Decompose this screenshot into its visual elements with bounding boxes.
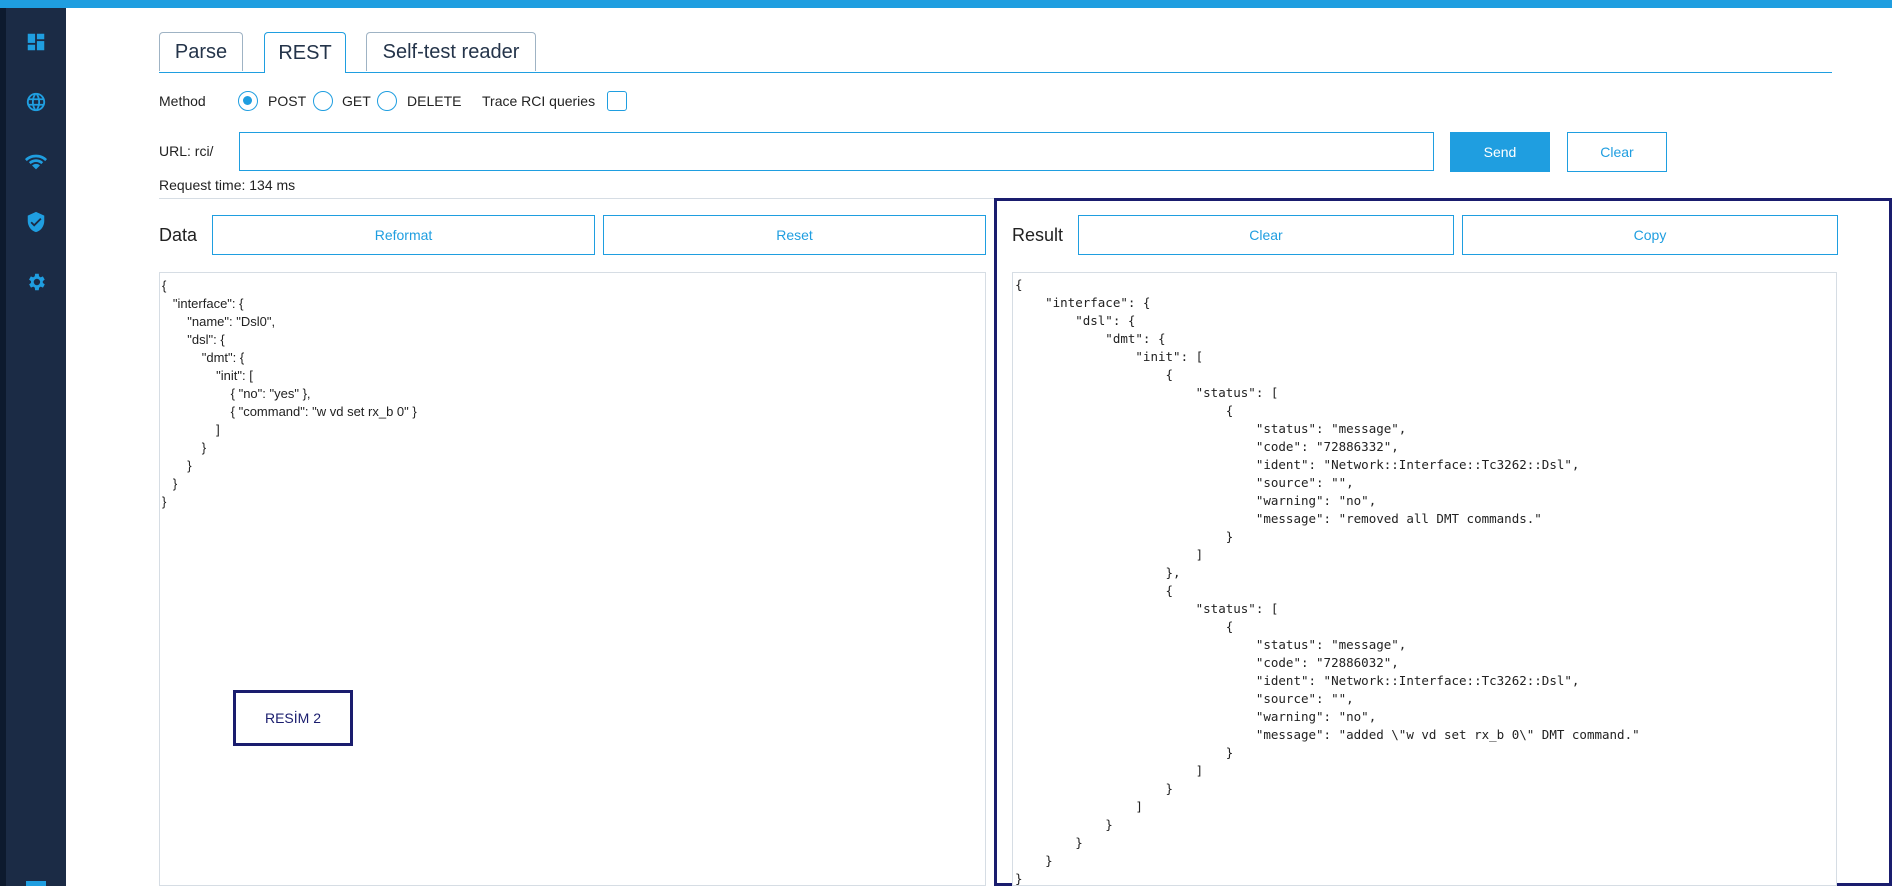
radio-delete-label: DELETE <box>407 93 462 109</box>
tab-rest[interactable]: REST <box>264 32 346 73</box>
divider <box>159 198 994 199</box>
sidebar-bottom-icon[interactable] <box>26 881 46 886</box>
url-label: URL: rci/ <box>159 143 214 159</box>
radio-delete[interactable] <box>377 91 397 111</box>
data-editor[interactable]: { "interface": { "name": "Dsl0", "dsl": … <box>159 272 986 886</box>
result-output[interactable]: { "interface": { "dsl": { "dmt": { "init… <box>1012 272 1837 886</box>
reformat-button[interactable]: Reformat <box>212 215 595 255</box>
result-clear-button[interactable]: Clear <box>1078 215 1454 255</box>
globe-icon[interactable] <box>24 90 48 114</box>
result-panel-title: Result <box>1012 225 1064 245</box>
copy-button[interactable]: Copy <box>1462 215 1838 255</box>
url-clear-button[interactable]: Clear <box>1567 132 1667 172</box>
sidebar <box>0 8 66 886</box>
shield-icon[interactable] <box>24 210 48 234</box>
radio-get-label: GET <box>342 93 371 109</box>
data-panel-title: Data <box>159 225 198 245</box>
tab-parse[interactable]: Parse <box>159 32 243 71</box>
resim-label-box: RESİM 2 <box>233 690 353 746</box>
trace-rci-label: Trace RCI queries <box>482 93 596 109</box>
tab-self-test-reader[interactable]: Self-test reader <box>366 32 536 71</box>
url-input[interactable] <box>239 132 1434 171</box>
gear-icon[interactable] <box>24 270 48 294</box>
method-label: Method <box>159 93 206 109</box>
top-accent-bar <box>0 0 1892 8</box>
radio-post[interactable] <box>238 91 258 111</box>
radio-post-label: POST <box>268 93 307 109</box>
tab-bar: Parse REST Self-test reader <box>159 32 1832 73</box>
sidebar-edge <box>0 8 6 886</box>
radio-get[interactable] <box>313 91 333 111</box>
send-button[interactable]: Send <box>1450 132 1550 172</box>
trace-rci-checkbox[interactable] <box>607 91 627 111</box>
request-time: Request time: 134 ms <box>159 177 296 193</box>
dashboard-icon[interactable] <box>24 30 48 54</box>
wifi-icon[interactable] <box>24 150 48 174</box>
reset-button[interactable]: Reset <box>603 215 986 255</box>
